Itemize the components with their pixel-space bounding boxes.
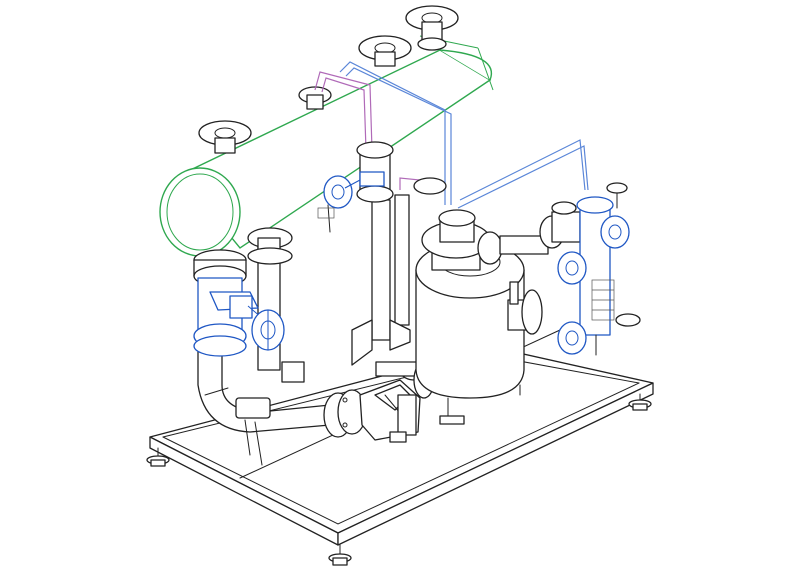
handwheel-icon [251,309,285,351]
small-valve-icon [317,204,335,233]
foot-icon [146,447,170,467]
flange-icon [298,86,332,110]
discharge-valve-train [477,201,581,265]
support-legs [257,194,411,383]
gate-valve [193,249,285,357]
flange-icon [358,35,412,67]
foot-icon [328,544,352,566]
sight-glass-assembly [557,182,641,356]
flange-icon [247,227,293,265]
flange-icon [198,120,252,154]
handwheel-icon [323,175,361,209]
flange-icon [405,5,459,51]
handwheel-icon [557,321,587,355]
steam-valve [323,141,447,209]
vent-line [339,61,589,209]
handwheel-icon [600,215,630,249]
foot-icon [628,393,652,411]
condenser-shell [159,35,494,257]
handwheel-icon [557,251,587,285]
discharge-pipe [197,349,367,466]
receiver-tank [415,209,543,425]
leveling-feet [146,344,652,566]
